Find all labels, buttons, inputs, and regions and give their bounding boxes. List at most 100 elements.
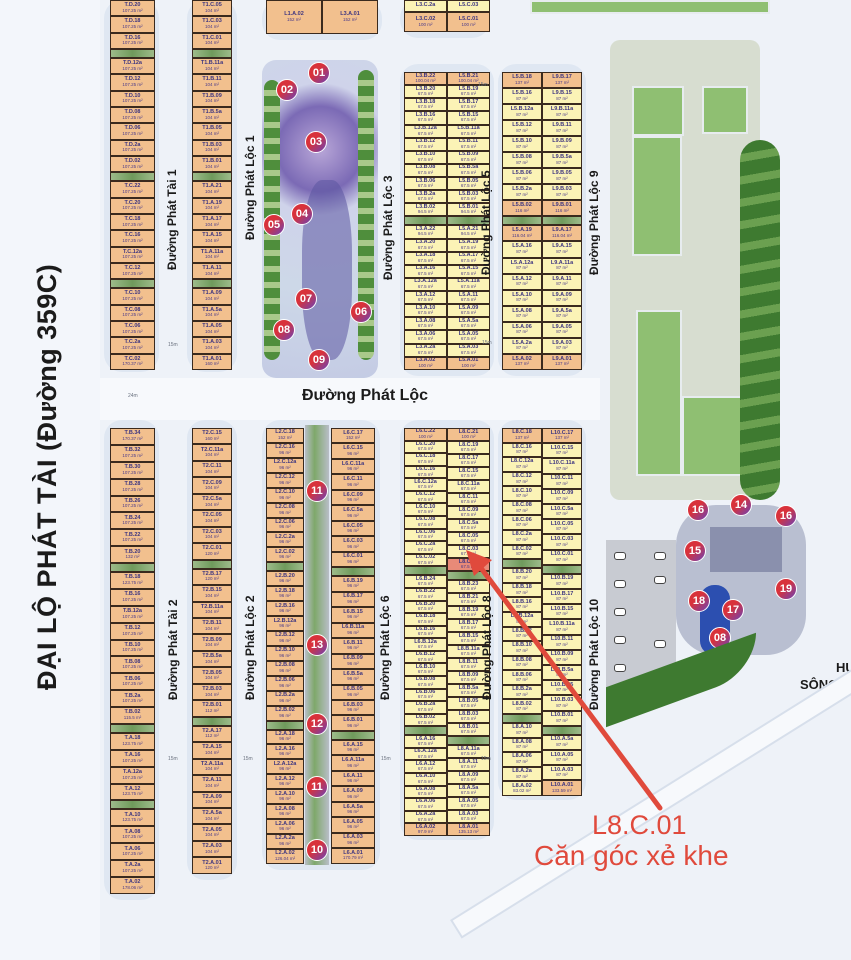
amenity-badge-12[interactable]: 12: [306, 713, 328, 735]
amenity-badge-02[interactable]: 02: [276, 79, 298, 101]
amenity-badge-06[interactable]: 06: [350, 301, 372, 323]
